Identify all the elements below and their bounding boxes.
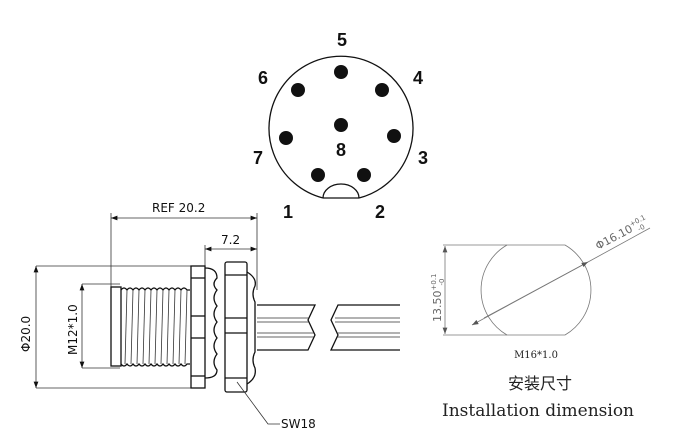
pin-7	[279, 131, 293, 145]
pin-contacts	[279, 65, 401, 182]
pin-5	[334, 65, 348, 79]
installation-cutout: 13.50+0.1-0 Φ16.10+0.1-0 M16*1.0 安装尺寸 In…	[430, 213, 651, 421]
pin-label-3: 3	[418, 148, 428, 168]
nut-length-label: 7.2	[221, 233, 240, 247]
cable	[257, 304, 400, 351]
pin-4	[375, 83, 389, 97]
pin-label-8: 8	[336, 140, 346, 160]
pin-1	[311, 168, 325, 182]
pin-3	[387, 129, 401, 143]
pin-label-1: 1	[283, 202, 293, 222]
pin-label-5: 5	[337, 30, 347, 50]
diameter-label: Φ16.10+0.1-0	[593, 213, 651, 254]
pin-label-7: 7	[253, 148, 263, 168]
thread-spec: M16*1.0	[514, 350, 558, 361]
pin-2	[357, 168, 371, 182]
title-chinese: 安装尺寸	[508, 374, 572, 393]
outer-diameter-label: Φ20.0	[19, 316, 33, 352]
connector-face-outline	[268, 55, 414, 199]
thread-label: M12*1.0	[66, 304, 80, 355]
ref-length-label: REF 20.2	[152, 201, 205, 215]
title-english: Installation dimension	[442, 401, 634, 421]
hex-nut	[224, 261, 248, 393]
coding-key	[322, 183, 360, 199]
pin-label-6: 6	[258, 68, 268, 88]
side-view: REF 20.2 7.2 Φ20.0 M12*1.0	[19, 201, 400, 431]
pin-face-view: 1 2 3 4 5 6 7 8	[253, 30, 428, 222]
wrench-size-label: SW18	[281, 417, 316, 431]
pin-label-4: 4	[413, 68, 423, 88]
pin-6	[291, 83, 305, 97]
pin-label-2: 2	[375, 202, 385, 222]
flat-width-label: 13.50+0.1-0	[430, 274, 446, 323]
pin-8	[334, 118, 348, 132]
